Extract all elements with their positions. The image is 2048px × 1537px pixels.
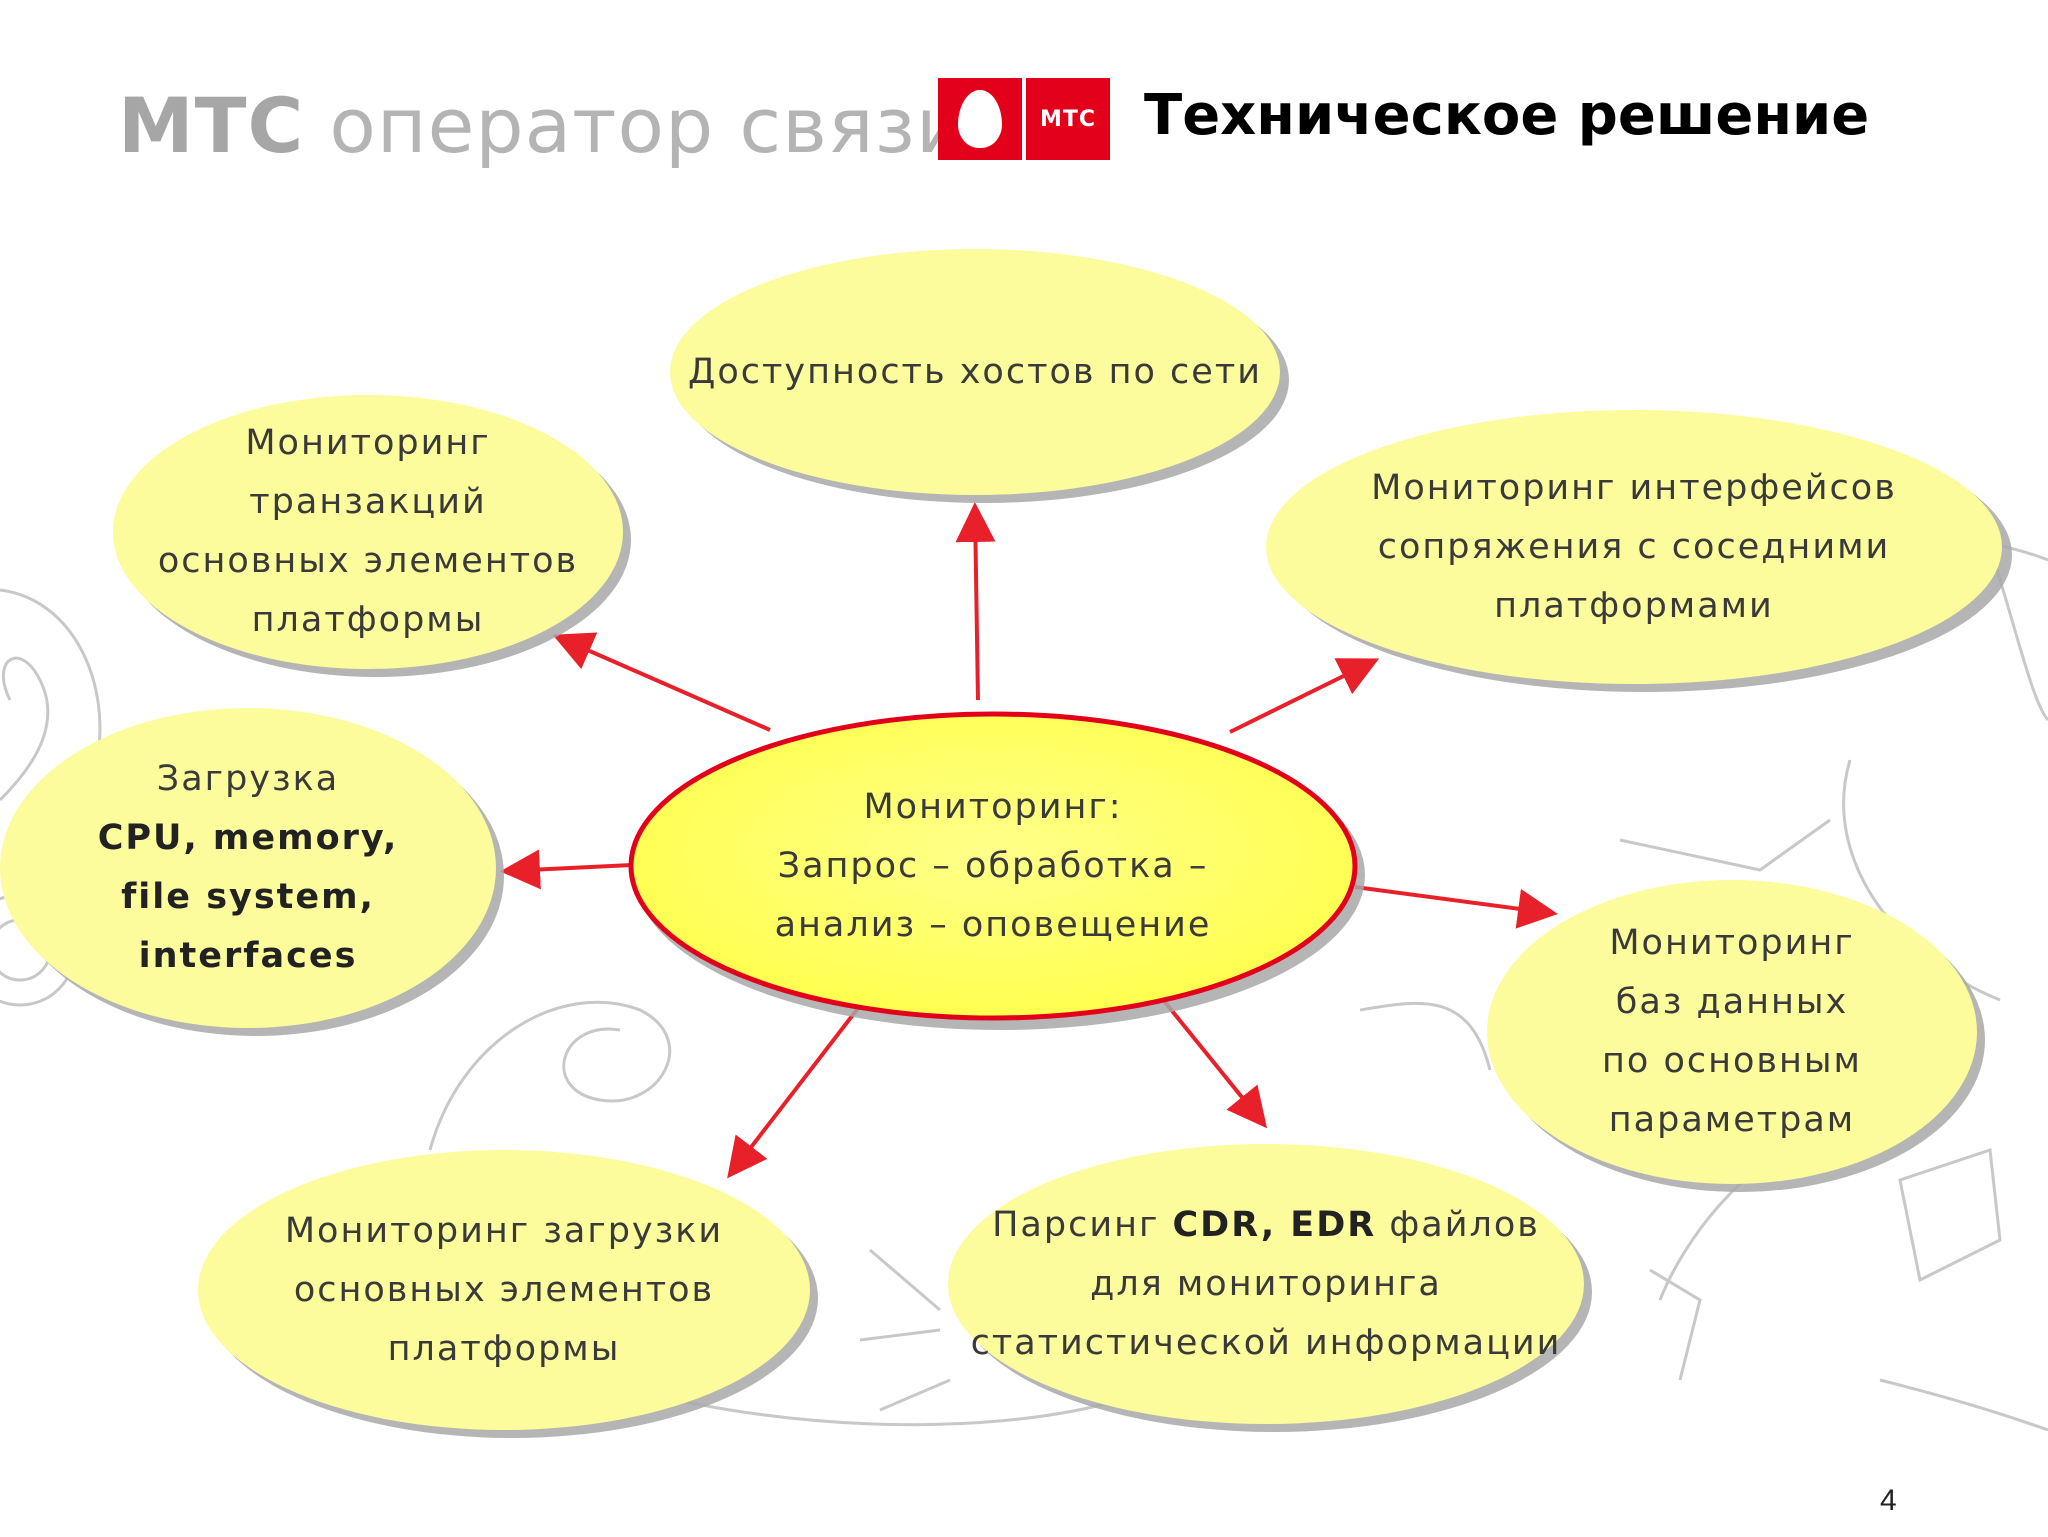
node-transactions-line-2: транзакций <box>249 482 487 522</box>
node-shape-load <box>198 1150 810 1430</box>
logo-text: МТС <box>1039 106 1097 132</box>
node-cdr-line-3: статистической информации <box>970 1322 1562 1363</box>
node-shape-cpu <box>0 708 496 1028</box>
node-interfaces-line-2: сопряжения с соседними <box>1377 526 1891 567</box>
brand-tagline: оператор связи <box>329 81 967 170</box>
center-node: Мониторинг: Запрос – обработка – анализ … <box>631 714 1355 1018</box>
arrow-to-databases <box>1354 885 1558 929</box>
arrow-to-cdr <box>1158 994 1268 1129</box>
node-load-line-1: Мониторинг загрузки <box>284 1210 724 1251</box>
arrow-to-load <box>727 1001 864 1179</box>
brand-name: МТС <box>118 81 305 170</box>
mts-logo: МТС <box>938 78 1110 160</box>
node-shape-interfaces <box>1266 410 2002 684</box>
node-shape-hosts <box>670 249 1280 495</box>
node-cpu-line-3: file system, <box>121 877 375 917</box>
arrow-to-interfaces <box>1229 658 1380 734</box>
node-cdr-line-2: для мониторинга <box>1090 1263 1442 1304</box>
node-databases-line-3: по основным <box>1602 1041 1862 1081</box>
arrow-to-transactions <box>552 632 771 732</box>
node-cpu-line-4: interfaces <box>138 936 358 976</box>
brand-slogan: МТС оператор связи <box>118 78 966 174</box>
center-line-1: Мониторинг: <box>863 786 1123 827</box>
node-shape-transactions <box>113 395 623 669</box>
node-load-line-2: основных элементов <box>293 1269 715 1310</box>
node-interfaces-line-3: платформами <box>1494 585 1774 626</box>
node-load: Мониторинг загрузки основных элементов п… <box>198 1150 810 1430</box>
node-transactions-line-3: основных элементов <box>157 541 579 581</box>
node-transactions: Мониторинг транзакций основных элементов… <box>113 395 623 669</box>
node-databases-line-4: параметрам <box>1608 1100 1856 1140</box>
logo-text-square: МТС <box>1026 78 1110 160</box>
node-cdr: Парсинг CDR, EDR файлов для мониторинга … <box>948 1144 1584 1424</box>
arrows <box>500 502 1558 1179</box>
node-shape-databases <box>1487 880 1977 1184</box>
egg-icon <box>958 90 1002 148</box>
arrow-to-hosts <box>955 502 996 701</box>
node-cpu-line-1: Загрузка <box>156 759 340 799</box>
node-transactions-line-4: платформы <box>251 600 485 640</box>
logo-egg-square <box>938 78 1022 160</box>
node-databases-line-2: баз данных <box>1615 982 1849 1022</box>
center-line-3: анализ – оповещение <box>774 904 1212 945</box>
node-shape-cdr <box>948 1144 1584 1424</box>
node-interfaces-line-1: Мониторинг интерфейсов <box>1371 467 1897 508</box>
node-interfaces: Мониторинг интерфейсов сопряжения с сосе… <box>1266 410 2002 684</box>
slide-title: Техническое решение <box>1144 83 1870 148</box>
node-databases-line-1: Мониторинг <box>1609 923 1855 963</box>
node-cdr-line-1: Парсинг CDR, EDR файлов <box>992 1204 1540 1245</box>
node-ellipses <box>0 249 2002 1430</box>
node-databases: Мониторинг баз данных по основным параме… <box>1487 880 1977 1184</box>
node-cpu-line-2: CPU, memory, <box>97 818 399 858</box>
node-hosts: Доступность хостов по сети <box>670 249 1280 495</box>
arrow-to-cpu <box>500 849 633 890</box>
node-hosts-line-1: Доступность хостов по сети <box>688 351 1262 392</box>
node-transactions-line-1: Мониторинг <box>245 423 491 463</box>
node-cpu: Загрузка CPU, memory, file system, inter… <box>0 708 496 1028</box>
center-line-2: Запрос – обработка – <box>777 845 1209 886</box>
page-number: 4 <box>1880 1484 1897 1517</box>
node-load-line-3: платформы <box>387 1328 621 1369</box>
center-node-shape <box>628 711 1358 1021</box>
